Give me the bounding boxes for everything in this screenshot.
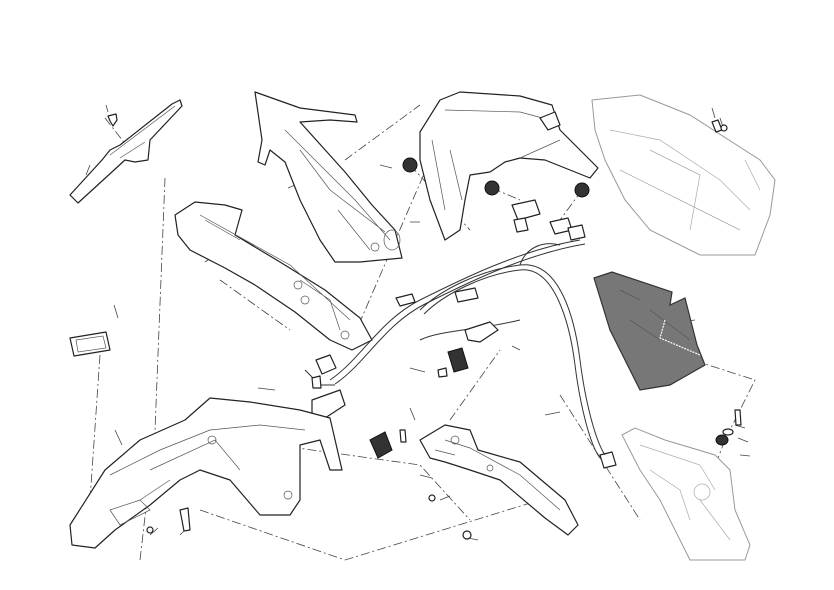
- connectors: [395, 199, 617, 469]
- license-plate-holder: [69, 99, 183, 204]
- rear-mudguard: [69, 397, 343, 549]
- screw-top-left: [107, 113, 118, 127]
- tail-cover: [254, 91, 403, 263]
- reflector: [69, 331, 111, 357]
- heat-shield: [593, 271, 706, 391]
- turn-signal-left: [311, 354, 346, 421]
- grommets: [369, 157, 729, 459]
- subframe-bottom: [621, 409, 751, 561]
- undertray: [174, 201, 373, 351]
- turn-signal-right: [464, 321, 499, 343]
- wiring-harness: [304, 239, 606, 459]
- mudguard-screws: [146, 367, 472, 540]
- license-plate-bracket: [419, 424, 579, 536]
- subframe-top: [591, 94, 776, 256]
- tail-light: [419, 91, 599, 241]
